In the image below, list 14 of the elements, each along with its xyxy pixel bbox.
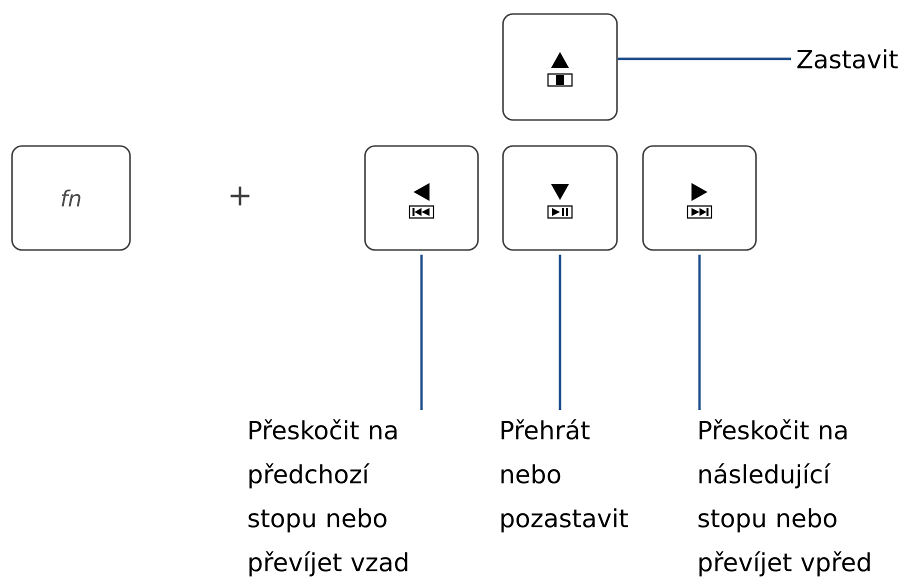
key: [502, 145, 618, 251]
leader-line: [420, 254, 423, 410]
caption-text: Přeskočit na předchozí stopu nebo převíjet vzad: [248, 419, 408, 576]
leader-line: [618, 58, 791, 60]
caption-text: Zastavit: [797, 49, 898, 69]
key: [642, 145, 757, 251]
caption-text: Přehrát nebo pozastavit: [501, 419, 628, 532]
key: fn: [11, 145, 131, 251]
key: [502, 13, 618, 121]
leader-line: [698, 254, 701, 410]
leader-line: [558, 254, 562, 410]
key: [364, 145, 479, 251]
caption-text: Přeskočit na následující stopu nebo převíjet vpřed: [698, 419, 870, 576]
plus-sign: +: [230, 186, 250, 206]
